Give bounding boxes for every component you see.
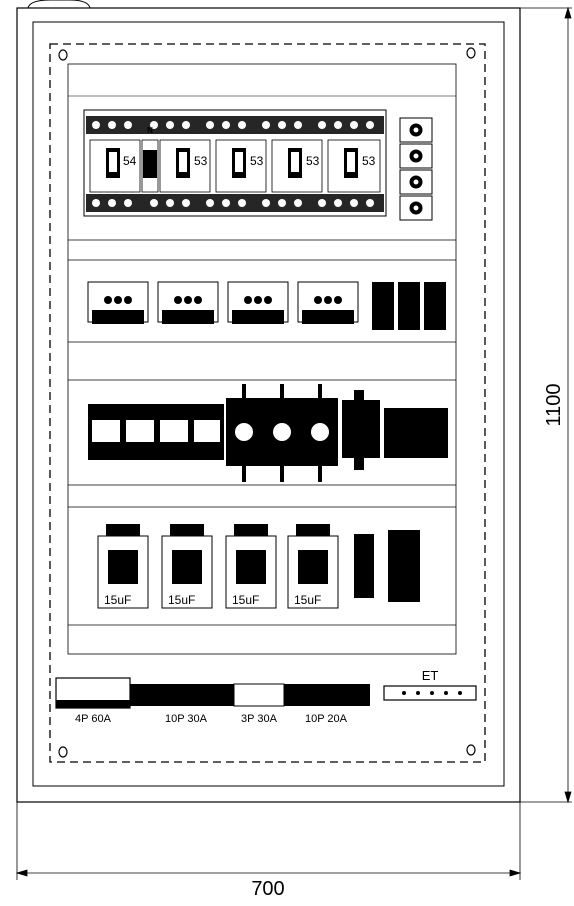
breaker-label: 53: [306, 154, 320, 168]
terminal-labels: 4P 60A 10P 30A 3P 30A 10P 20A ET: [75, 668, 438, 725]
capacitor-label: 15uF: [232, 593, 259, 607]
outer-enclosure: [16, 7, 521, 803]
capacitor-label: 15uF: [104, 593, 131, 607]
terminal-rail: [55, 677, 477, 709]
capacitor-labels: 15uF 15uF 15uF 15uF: [104, 593, 321, 607]
width-dimension: [15, 802, 522, 880]
relay-stack: [399, 117, 433, 221]
earth-terminal-label: ET: [422, 668, 439, 683]
contactor-row: [87, 281, 446, 330]
breaker-label: 53: [194, 154, 208, 168]
breaker-row: N: [83, 109, 387, 217]
breaker-label: 54: [123, 154, 137, 168]
terminal-label: 10P 30A: [165, 713, 208, 725]
height-label: 1100: [543, 383, 565, 426]
capacitor-label: 15uF: [168, 593, 195, 607]
din-separators: [68, 239, 456, 626]
terminal-label: 3P 30A: [241, 713, 278, 725]
capacitor-label: 15uF: [294, 593, 321, 607]
breaker-labels: 54 53 53 53 53: [123, 154, 376, 168]
terminal-label: 4P 60A: [75, 713, 112, 725]
width-label: 700: [251, 878, 284, 900]
mounting-plate-dashed: [49, 43, 486, 763]
neutral-mark: N: [147, 126, 153, 135]
terminal-label: 10P 20A: [305, 713, 348, 725]
switchgear-row: [88, 384, 448, 482]
capacitor-row: [97, 524, 420, 609]
breaker-label: 53: [250, 154, 264, 168]
inner-frame: [32, 21, 505, 787]
breaker-label: 53: [362, 154, 376, 168]
top-handle: [27, 0, 91, 9]
mounting-hole-icon: [58, 47, 476, 758]
height-dimension: [520, 6, 572, 804]
plate-body: [67, 63, 457, 655]
